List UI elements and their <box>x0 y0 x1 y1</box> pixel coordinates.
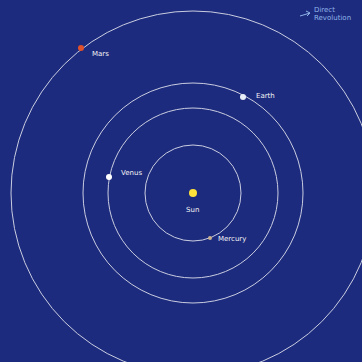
earth-orbit <box>83 83 303 303</box>
mercury-dot <box>208 236 212 240</box>
mercury-orbit <box>145 145 241 241</box>
venus-dot <box>106 174 112 180</box>
direction-arrow <box>300 11 310 16</box>
planet-label: Venus <box>121 169 142 177</box>
planet-label: Earth <box>256 92 275 100</box>
planet-label: Mars <box>92 50 109 58</box>
earth-dot <box>240 94 246 100</box>
sun-label: Sun <box>186 206 199 214</box>
sun-dot <box>189 189 197 197</box>
mars-orbit <box>11 11 362 362</box>
planet-label: Mercury <box>218 235 246 243</box>
venus-orbit <box>108 108 278 278</box>
mars-dot <box>78 45 84 51</box>
direction-label: Direct Revolution <box>314 6 358 22</box>
